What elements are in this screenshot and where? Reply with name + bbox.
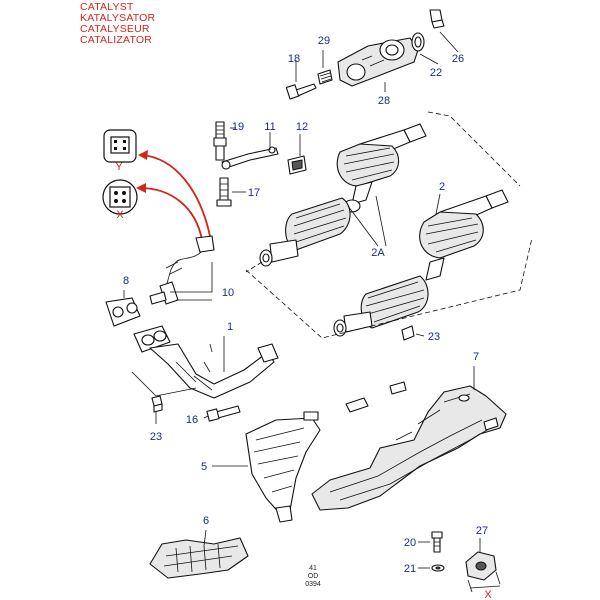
nut-23-right (401, 325, 415, 341)
dimension-x-label: X (484, 589, 492, 600)
sensor-19 (213, 121, 227, 161)
catalyst-2 (333, 189, 509, 337)
callout-11: 11 (264, 121, 275, 133)
bolt-17 (216, 177, 232, 207)
catalyst-2a (259, 123, 427, 267)
title-line-en: CATALYST (80, 1, 134, 13)
callout-23-right: 23 (428, 331, 440, 343)
connector-x-label: X (116, 209, 124, 221)
front-pipe-1 (133, 325, 279, 399)
callout-16: 16 (186, 414, 198, 426)
callout-20: 20 (404, 537, 416, 549)
nut-27 (465, 551, 497, 581)
connector-x-icon (102, 179, 138, 215)
bracket-11 (221, 146, 279, 170)
callout-22: 22 (430, 67, 442, 79)
gasket-8 (105, 297, 141, 327)
callout-12: 12 (296, 121, 308, 133)
flange-gasket-22 (411, 32, 425, 52)
callout-17: 17 (248, 187, 260, 199)
callout-19: 19 (232, 121, 244, 133)
title-line-fr: CATALYSEUR (80, 23, 150, 35)
washer-21 (431, 564, 445, 572)
callout-18: 18 (288, 53, 300, 65)
callout-23-left: 23 (150, 431, 162, 443)
callout-10: 10 (222, 287, 234, 299)
bolt-18 (285, 83, 317, 100)
heat-shield-5 (245, 411, 321, 523)
callout-26: 26 (452, 53, 464, 65)
callout-8: 8 (123, 275, 129, 287)
callout-7: 7 (473, 351, 479, 363)
title-line-de: KATALYSATOR (80, 12, 156, 24)
callout-2a: 2A (371, 247, 385, 259)
flange-heat-shield-28 (337, 37, 419, 87)
callout-29: 29 (318, 35, 330, 47)
callout-5: 5 (201, 461, 207, 473)
heat-shield-6 (149, 537, 249, 579)
title-block: CATALYST KATALYSATOR CATALYSEUR CATALIZA… (80, 2, 155, 46)
callout-6: 6 (203, 515, 209, 527)
callout-27: 27 (476, 525, 488, 537)
callout-1: 1 (227, 321, 233, 333)
callout-21: 21 (404, 563, 416, 575)
callout-2: 2 (439, 181, 445, 193)
spring-29 (317, 69, 333, 85)
diagram-code-line-1: 41 (309, 565, 317, 572)
diagram-code-line-3: 0394 (305, 581, 321, 588)
nut-23-left (151, 395, 163, 413)
title-line-ro: CATALIZATOR (80, 34, 153, 46)
callout-28: 28 (378, 95, 390, 107)
bolt-16 (206, 405, 241, 422)
diagram-code-line-2: OD (308, 573, 319, 580)
red-arrow-to-y (138, 150, 211, 237)
floor-heat-shield-7 (311, 381, 507, 511)
sensor-wire-10 (149, 235, 215, 305)
screw-20 (431, 531, 443, 553)
red-arrow-to-x (136, 183, 203, 241)
nut-26 (429, 9, 445, 29)
connector-y-label: Y (115, 161, 123, 173)
connector-y-icon (103, 129, 137, 163)
grommet-12 (287, 155, 307, 175)
